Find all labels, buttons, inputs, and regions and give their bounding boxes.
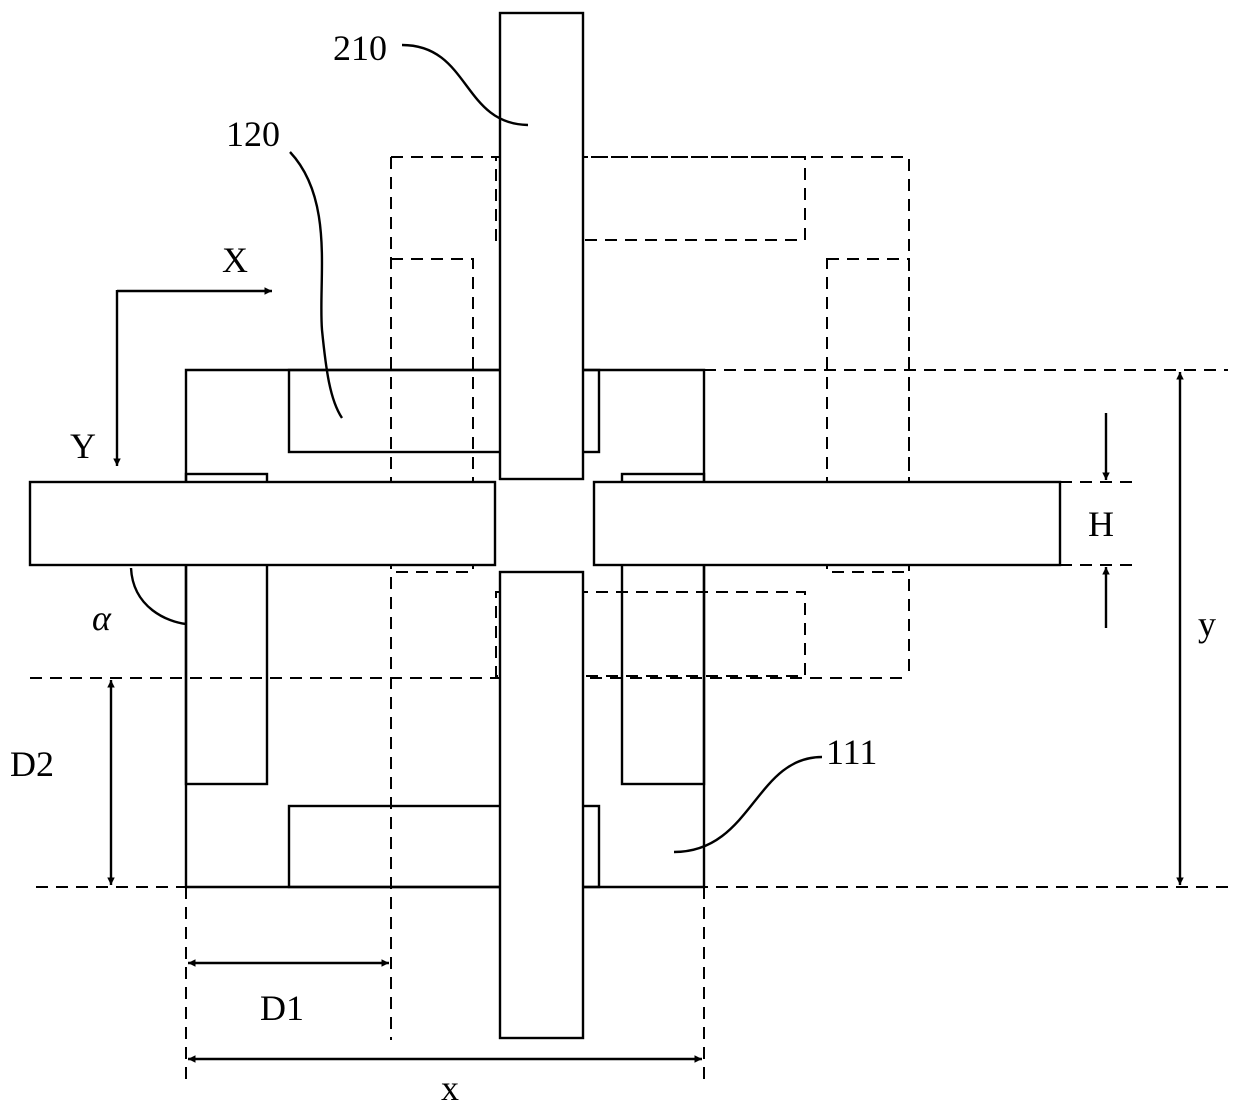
label-ref-210: 210 [333,28,387,68]
vertical-bar-bottom [500,572,583,1038]
labels: 210 120 111 X Y α H y D2 D1 x [10,28,1216,1108]
horizontal-bar-right [594,482,1060,565]
label-dim-d1: D1 [260,988,304,1028]
label-dim-h: H [1088,504,1114,544]
label-dim-d2: D2 [10,744,54,784]
label-axis-y: Y [70,426,96,466]
label-dim-y: y [1198,604,1216,644]
label-dim-x: x [441,1068,459,1108]
reference-lines-dashed [30,370,1228,1080]
pixel-frame-111 [186,370,704,887]
horizontal-bar-left [30,482,495,565]
label-ref-120: 120 [226,114,280,154]
label-angle-alpha: α [92,598,112,638]
leader-lines [131,45,822,852]
shifted-frame-dashed [391,157,909,1040]
label-ref-111: 111 [826,732,877,772]
bars-210 [30,13,1060,1038]
label-axis-x: X [222,240,248,280]
coordinate-axes [117,290,272,466]
vertical-bar-top [500,13,583,479]
